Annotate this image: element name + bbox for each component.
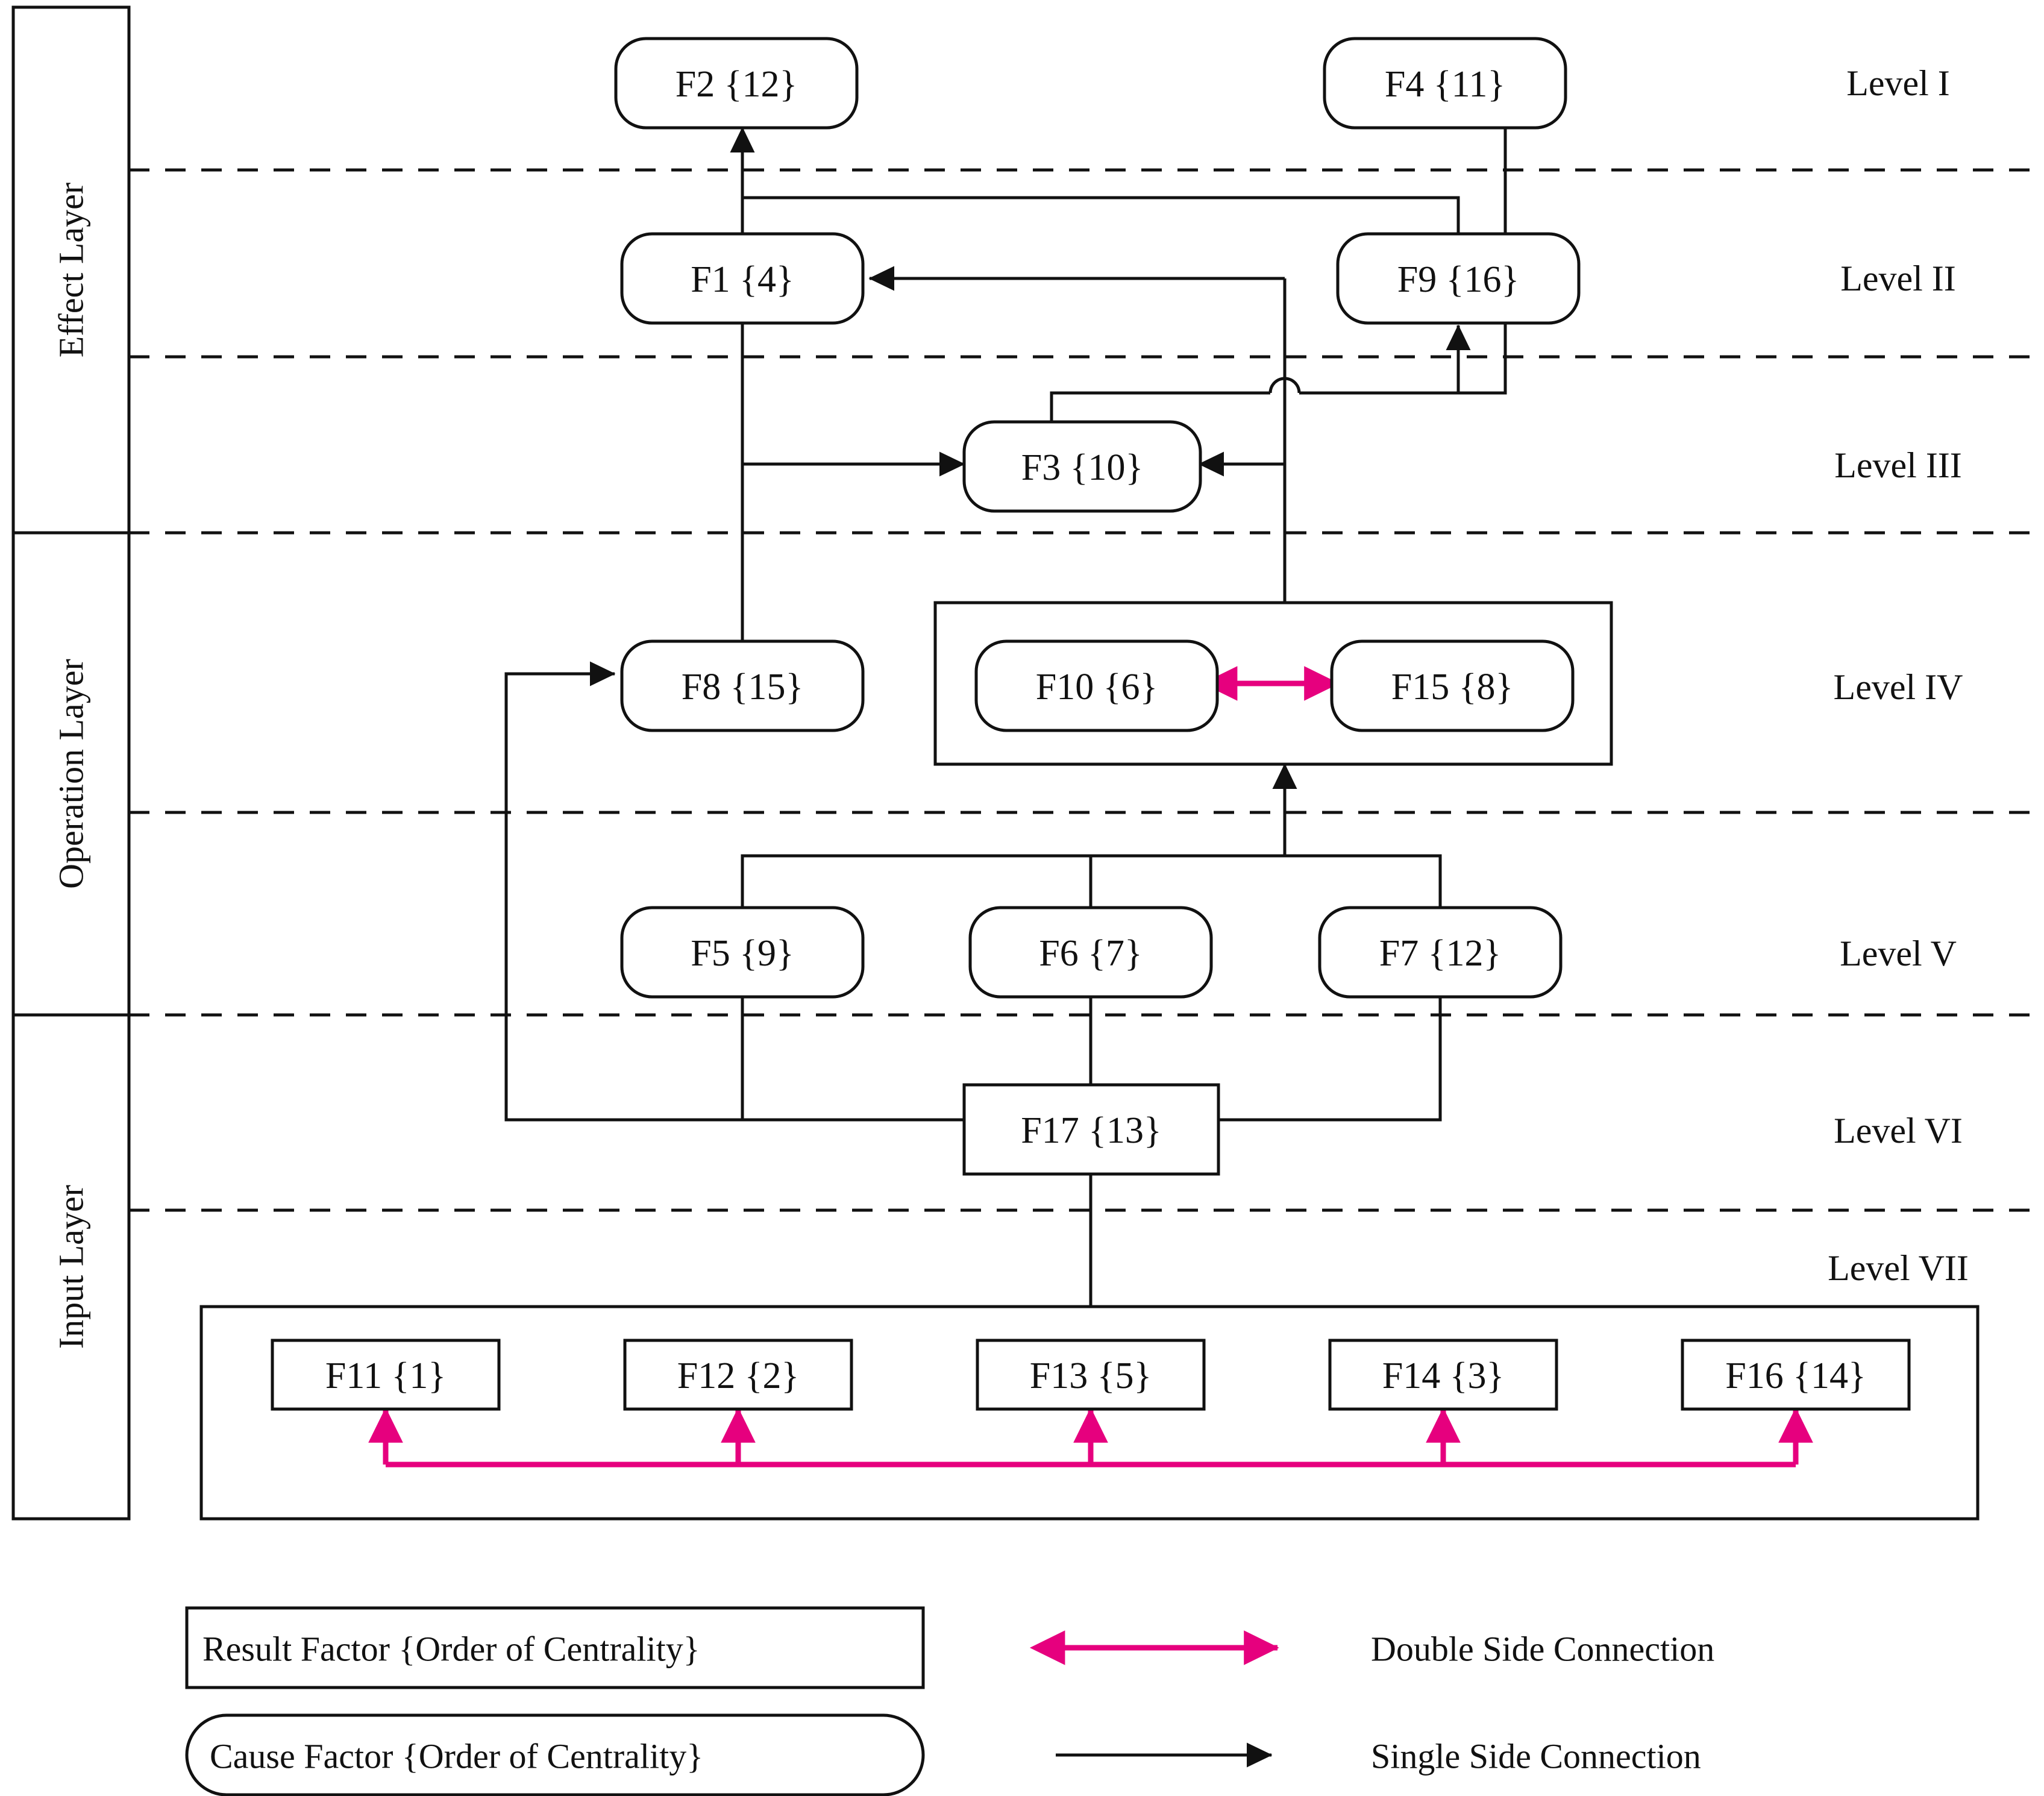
level-label-2: Level II bbox=[1840, 259, 1956, 298]
legend-cause-label: Cause Factor {Order of Centrality} bbox=[210, 1737, 703, 1776]
node-f7-label: F7 {12} bbox=[1379, 933, 1502, 974]
edge-f17-f7 bbox=[1218, 950, 1453, 1122]
node-f16-shape bbox=[1681, 1339, 1911, 1411]
node-f9-shape bbox=[1336, 232, 1581, 325]
layer-label-effect: Effect Layer bbox=[52, 183, 91, 357]
node-f2-label: F2 {12} bbox=[676, 64, 798, 105]
node-f9-label: F9 {16} bbox=[1397, 259, 1520, 300]
node-f8-label: F8 {15} bbox=[682, 667, 804, 708]
node-f10-label: F10 {6} bbox=[1036, 667, 1158, 708]
node-f12-label: F12 {2} bbox=[677, 1355, 800, 1396]
legend-cause-shape bbox=[185, 1713, 925, 1796]
node-f8-shape bbox=[620, 639, 865, 732]
nodes-group: F2 {12} F4 {11} F1 {4} F9 {16} F3 {10} F… bbox=[271, 37, 1911, 1411]
legend-cause-factor: Cause Factor {Order of Centrality} bbox=[185, 1713, 925, 1796]
node-f15-label: F15 {8} bbox=[1391, 667, 1514, 708]
node-f11-label: F11 {1} bbox=[325, 1355, 446, 1396]
layer-label-input: Input Layer bbox=[52, 1185, 91, 1349]
node-f1[interactable]: F1 {4} bbox=[620, 232, 865, 325]
node-f12[interactable]: F12 {2} bbox=[623, 1339, 853, 1411]
level-label-3: Level III bbox=[1834, 445, 1962, 485]
legend-double-side: Double Side Connection bbox=[1029, 1630, 1714, 1669]
node-f2-shape bbox=[614, 37, 859, 130]
edges-group bbox=[368, 96, 1813, 1468]
node-f2[interactable]: F2 {12} bbox=[614, 37, 859, 130]
node-f9[interactable]: F9 {16} bbox=[1336, 232, 1581, 325]
node-f11[interactable]: F11 {1} bbox=[271, 1339, 501, 1411]
node-f8[interactable]: F8 {15} bbox=[620, 639, 865, 732]
level-separators bbox=[129, 168, 2044, 1212]
layer-column-group bbox=[11, 5, 131, 1521]
node-f13[interactable]: F13 {5} bbox=[976, 1339, 1206, 1411]
node-f14-label: F14 {3} bbox=[1382, 1355, 1505, 1396]
edge-f3-top-left bbox=[1050, 391, 1270, 432]
edge-f17-f8 bbox=[504, 661, 964, 1122]
level-label-4: Level IV bbox=[1834, 667, 1963, 707]
node-f15-shape bbox=[1330, 639, 1575, 732]
node-f17[interactable]: F17 {13} bbox=[962, 1083, 1220, 1176]
node-f12-shape bbox=[623, 1339, 853, 1411]
node-f16[interactable]: F16 {14} bbox=[1681, 1339, 1911, 1411]
legend-result-label: Result Factor {Order of Centrality} bbox=[202, 1630, 700, 1669]
legend-single-side: Single Side Connection bbox=[1056, 1737, 1701, 1776]
node-f1-shape bbox=[620, 232, 865, 325]
level-label-1: Level I bbox=[1846, 63, 1950, 103]
node-f15[interactable]: F15 {8} bbox=[1330, 639, 1575, 732]
node-f1-label: F1 {4} bbox=[691, 259, 794, 300]
node-f3-label: F3 {10} bbox=[1021, 447, 1144, 488]
group-box-f10-f15 bbox=[933, 601, 1613, 766]
legend-result-shape bbox=[185, 1606, 925, 1689]
legend-result-factor: Result Factor {Order of Centrality} bbox=[185, 1606, 925, 1689]
node-f16-label: F16 {14} bbox=[1725, 1355, 1866, 1396]
node-f17-label: F17 {13} bbox=[1021, 1110, 1162, 1151]
node-f7[interactable]: F7 {12} bbox=[1318, 906, 1563, 999]
node-f6-shape bbox=[968, 906, 1213, 999]
node-f3-shape bbox=[962, 420, 1202, 513]
edge-group-f4 bbox=[1299, 96, 1518, 395]
node-f10-shape bbox=[974, 639, 1219, 732]
node-f14[interactable]: F14 {3} bbox=[1328, 1339, 1558, 1411]
node-f6-label: F6 {7} bbox=[1039, 933, 1143, 974]
legend: Result Factor {Order of Centrality} Caus… bbox=[185, 1606, 1714, 1796]
level-label-7: Level VII bbox=[1828, 1248, 1969, 1288]
node-f6[interactable]: F6 {7} bbox=[968, 906, 1213, 999]
node-f4-shape bbox=[1323, 37, 1567, 130]
node-f5[interactable]: F5 {9} bbox=[620, 906, 865, 999]
layer-box-effect bbox=[11, 5, 131, 535]
node-f3[interactable]: F3 {10} bbox=[962, 420, 1202, 513]
node-f14-shape bbox=[1328, 1339, 1558, 1411]
layer-label-operation: Operation Layer bbox=[52, 659, 91, 889]
layer-box-operation bbox=[11, 531, 131, 1017]
level-label-6: Level VI bbox=[1834, 1111, 1963, 1151]
layer-box-input bbox=[11, 1013, 131, 1521]
level-label-5: Level V bbox=[1840, 934, 1957, 973]
node-f7-shape bbox=[1318, 906, 1563, 999]
group-box-input bbox=[199, 1305, 1980, 1521]
node-f11-shape bbox=[271, 1339, 501, 1411]
node-f13-label: F13 {5} bbox=[1030, 1355, 1152, 1396]
layer-labels: Effect Layer Operation Layer Input Layer bbox=[52, 183, 91, 1349]
level-labels: Level I Level II Level III Level IV Leve… bbox=[1828, 63, 1969, 1288]
node-f17-shape bbox=[962, 1083, 1220, 1176]
node-f4-label: F4 {11} bbox=[1385, 64, 1505, 105]
legend-double-label: Double Side Connection bbox=[1371, 1630, 1714, 1669]
node-f4[interactable]: F4 {11} bbox=[1323, 37, 1567, 130]
node-f10[interactable]: F10 {6} bbox=[974, 639, 1219, 732]
node-f13-shape bbox=[976, 1339, 1206, 1411]
legend-single-label: Single Side Connection bbox=[1371, 1737, 1701, 1776]
edge-f9-f2 bbox=[742, 196, 1460, 241]
node-f5-label: F5 {9} bbox=[691, 933, 794, 974]
line-hop bbox=[1268, 377, 1301, 394]
node-f5-shape bbox=[620, 906, 865, 999]
